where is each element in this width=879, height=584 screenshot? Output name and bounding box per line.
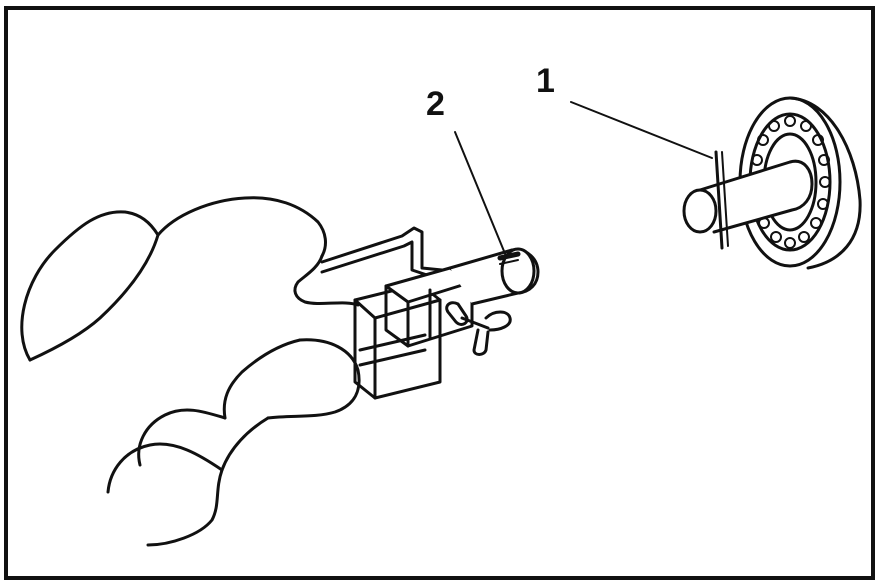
callout-leader-2 (454, 131, 507, 257)
shaft-bearing (682, 96, 862, 270)
hand-outline (20, 196, 361, 547)
callout-leader-1 (570, 101, 713, 159)
callout-label-2: 2 (426, 85, 445, 123)
drift-tool (320, 226, 540, 400)
callout-label-1: 1 (536, 62, 555, 100)
